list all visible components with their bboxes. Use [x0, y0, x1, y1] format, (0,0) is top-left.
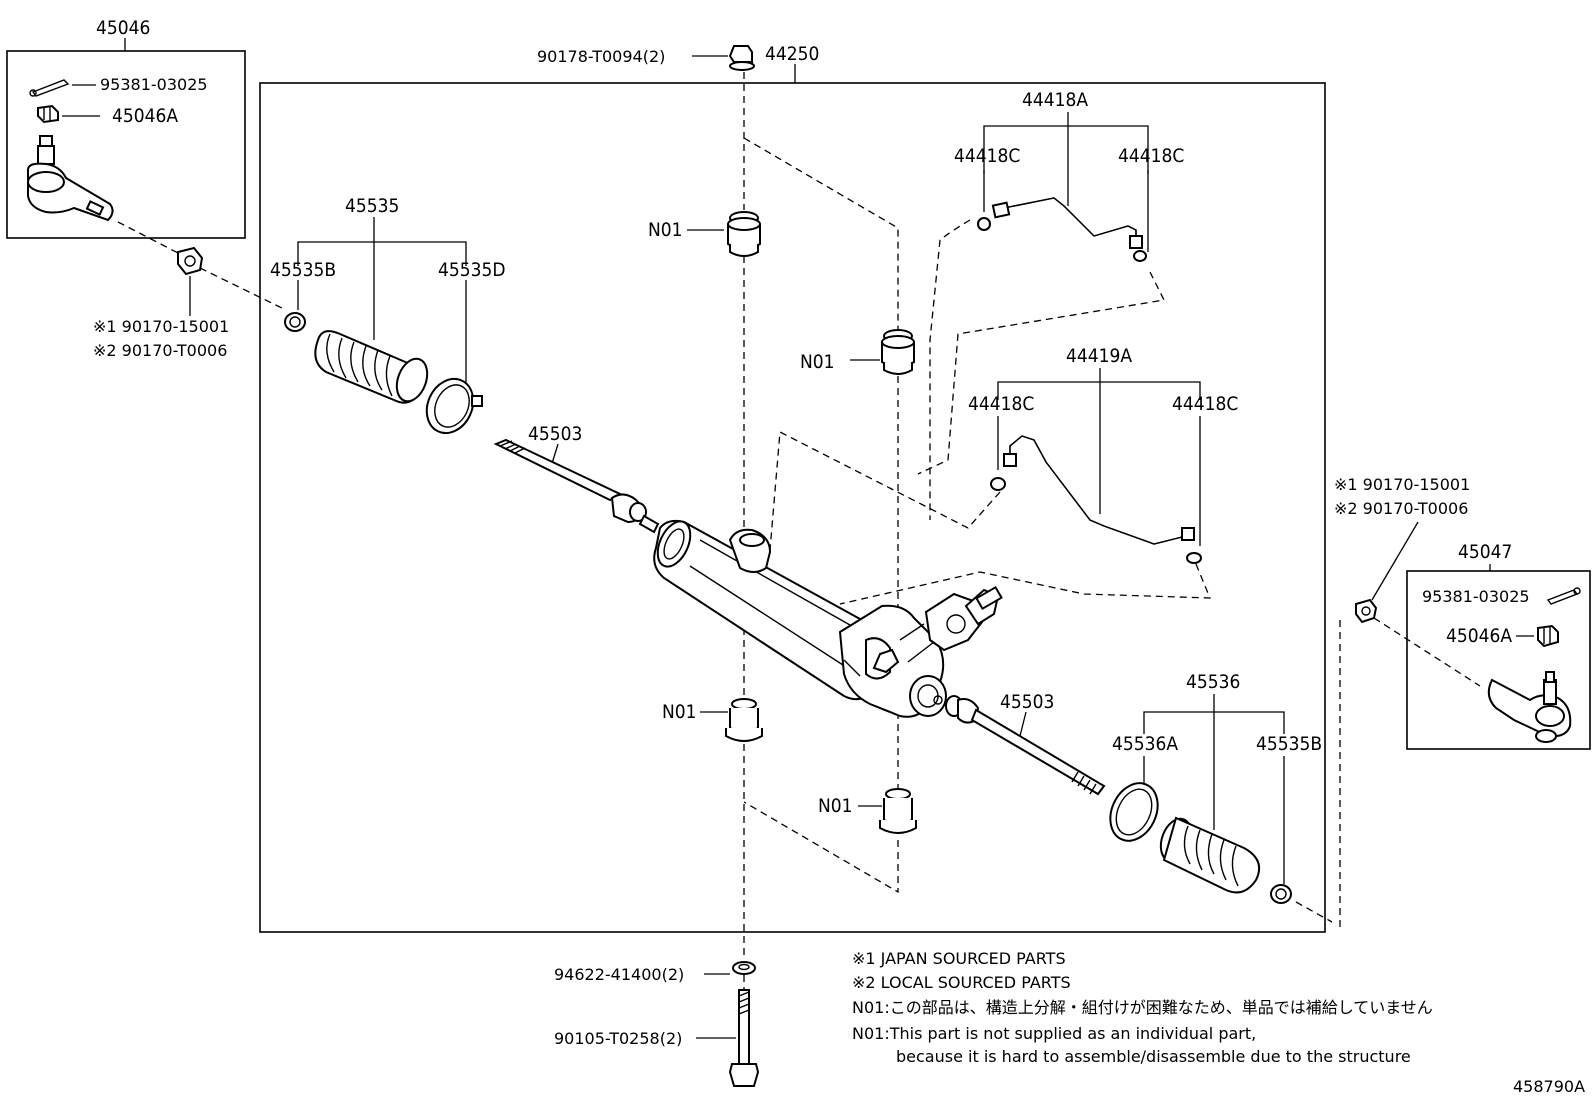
rack-boot-left-icon: [314, 330, 429, 404]
top-bolt-group: 90178-T0094(2) 44250: [537, 43, 819, 83]
n01-bushing-low-left-icon: [725, 698, 763, 742]
label-44418C-1: 44418C: [954, 145, 1020, 167]
cotter-pin-right-icon: [1546, 587, 1581, 605]
flange-nut-icon: [728, 45, 755, 71]
label-44419A: 44419A: [1066, 345, 1132, 367]
steering-rack-housing-icon: [653, 519, 1003, 718]
n01-bushing-low-right-icon: [879, 788, 917, 834]
boot-clamp-large-right-icon: [1109, 782, 1159, 842]
label-n01-b: N01: [800, 351, 835, 373]
label-44250: 44250: [765, 43, 819, 65]
note-line-2: ※2 LOCAL SOURCED PARTS: [852, 973, 1071, 992]
tie-rod-end-left-icon: [27, 135, 114, 222]
label-45047: 45047: [1458, 541, 1512, 563]
label-45536: 45536: [1186, 671, 1240, 693]
boot-clamp-small-left-icon: [284, 312, 306, 332]
label-95381-03025-left: 95381-03025: [100, 75, 208, 94]
mounting-bolt-icon: [728, 989, 760, 1087]
note-line-4: N01:This part is not supplied as an indi…: [852, 1024, 1256, 1043]
left-tie-rod-end-group: 45046 95381-03025 45046A: [27, 17, 208, 222]
castle-nut-right-icon: [1537, 624, 1559, 648]
label-45046: 45046: [96, 17, 150, 39]
label-45503-bottom: 45503: [1000, 691, 1054, 713]
n01-bushing-mid-icon: [881, 329, 915, 375]
tie-rod-end-right-icon: [1487, 671, 1572, 743]
label-90178-T0094: 90178-T0094(2): [537, 47, 665, 66]
right-tie-rod-frame: [1406, 570, 1591, 750]
label-44418C-3: 44418C: [968, 393, 1034, 415]
note-line-5: because it is hard to assemble/disassemb…: [896, 1047, 1411, 1066]
label-44418C-2: 44418C: [1118, 145, 1184, 167]
label-44418C-4: 44418C: [1172, 393, 1238, 415]
label-n01-c: N01: [662, 701, 697, 723]
label-95381-03025-right: 95381-03025: [1422, 587, 1530, 606]
cotter-pin-icon: [29, 79, 70, 97]
lock-nut-left-icon: [177, 246, 204, 276]
return-hose-44419A-icon: [990, 435, 1202, 564]
lock-nut-right-icon: [1355, 598, 1378, 624]
label-94622-41400: 94622-41400(2): [554, 965, 684, 984]
label-44418A: 44418A: [1022, 89, 1088, 111]
label-90170-15001-right: ※1 90170-15001: [1334, 475, 1470, 494]
note-line-1: ※1 JAPAN SOURCED PARTS: [852, 949, 1066, 968]
note-line-3: N01:この部品は、構造上分解・組付けが困難なため、単品では補給していません: [852, 998, 1433, 1017]
label-n01-a: N01: [648, 219, 683, 241]
label-n01-d: N01: [818, 795, 853, 817]
label-45535: 45535: [345, 195, 399, 217]
label-45535B-right: 45535B: [1256, 733, 1322, 755]
label-45046A-right: 45046A: [1446, 625, 1512, 647]
label-45535B-left: 45535B: [270, 259, 336, 281]
label-45535D: 45535D: [438, 259, 506, 281]
boot-clamp-large-left-icon: [425, 377, 483, 435]
castle-nut-icon: [37, 104, 59, 124]
figure-id: 458790A: [1513, 1077, 1585, 1096]
pressure-hose-44418A-icon: [977, 197, 1147, 262]
inner-tie-rod-left-icon: [493, 438, 660, 534]
label-90170-15001-left: ※1 90170-15001: [93, 317, 229, 336]
main-assembly-frame: [259, 82, 1326, 933]
label-45046A-left: 45046A: [112, 105, 178, 127]
rack-boot-right-icon: [1159, 816, 1260, 894]
n01-bushing-top-icon: [727, 211, 761, 257]
washer-icon: [732, 961, 756, 975]
label-45503-top: 45503: [528, 423, 582, 445]
label-45536A: 45536A: [1112, 733, 1178, 755]
label-90170-T0006-left: ※2 90170-T0006: [93, 341, 227, 360]
inner-tie-rod-right-icon: [945, 695, 1106, 796]
label-90105-T0258: 90105-T0258(2): [554, 1029, 682, 1048]
label-90170-T0006-right: ※2 90170-T0006: [1334, 499, 1468, 518]
left-tie-rod-frame: [6, 50, 246, 239]
boot-clamp-small-right-icon: [1270, 884, 1292, 904]
